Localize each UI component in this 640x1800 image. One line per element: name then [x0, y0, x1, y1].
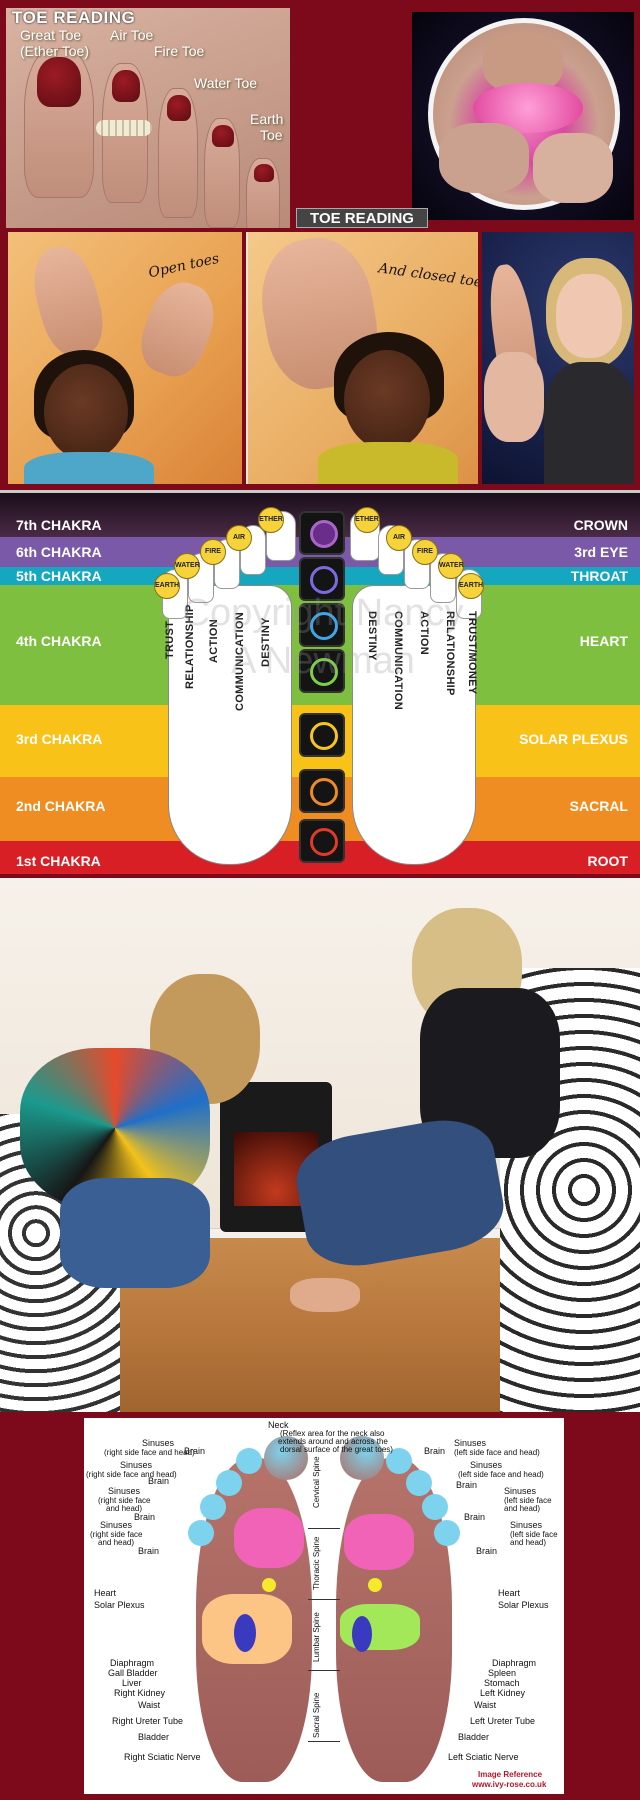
- water-toe: [204, 118, 240, 228]
- solar-plexus-label: SOLAR PLEXUS: [519, 731, 628, 747]
- right-foot-outline: [352, 585, 476, 865]
- kidney-zone-right: [234, 1614, 256, 1652]
- open-toes-caption: Open toes: [147, 250, 221, 282]
- earth-toe: [246, 158, 280, 228]
- throat-label: THROAT: [570, 568, 628, 584]
- chakra-3-label: 3rd CHAKRA: [16, 731, 103, 747]
- water-toe-bubble-right: WATER: [438, 553, 464, 579]
- earth-toe-label-2: Toe: [260, 127, 283, 143]
- fire-toe-bubble-left: FIRE: [200, 539, 226, 565]
- earth-toe-bubble-left: EARTH: [154, 573, 180, 599]
- air-toe-bubble-left: AIR: [226, 525, 252, 551]
- girl-face: [344, 350, 430, 450]
- ether-toe-bubble-right: ETHER: [354, 507, 380, 533]
- toe-reading-banner: TOE READING: [296, 208, 428, 228]
- chakra-2-label: 2nd CHAKRA: [16, 798, 106, 814]
- water-toe-bubble-left: WATER: [174, 553, 200, 579]
- woman-with-foot-photo: [482, 232, 634, 484]
- crown-chakra-icon: [299, 511, 345, 555]
- chakra-6-label: 6th CHAKRA: [16, 544, 102, 560]
- lung-zone-right: [234, 1508, 304, 1568]
- foot-reflexology-chart: Neck (Reflex area for the neck also exte…: [84, 1418, 564, 1794]
- lotus-feet-photo: [412, 12, 634, 220]
- closed-toes-illustration: And closed toes: [246, 232, 478, 484]
- ether-toe-bubble-left: ETHER: [258, 507, 284, 533]
- circle-frame: [428, 18, 620, 210]
- fire-toe: [158, 88, 198, 218]
- air-toe-label: Air Toe: [110, 27, 154, 43]
- sacral-label: SACRAL: [569, 798, 628, 814]
- toe-reading-photo: TOE READING Great Toe (Ether Toe) Air To…: [6, 8, 290, 228]
- toe-ring: [96, 120, 152, 136]
- third-eye-label: 3rd EYE: [574, 544, 628, 560]
- chakra-toe-chart: 7th CHAKRA 6th CHAKRA 5th CHAKRA 4th CHA…: [0, 490, 640, 874]
- fire-toe-label: Fire Toe: [154, 43, 205, 59]
- toe-reading-session-photo: [0, 878, 640, 1412]
- fire-toe-bubble-right: FIRE: [412, 539, 438, 565]
- chakra-4-label: 4th CHAKRA: [16, 633, 102, 649]
- earth-toe-bubble-right: EARTH: [458, 573, 484, 599]
- chakra-7-label: 7th CHAKRA: [16, 517, 102, 533]
- bare-foot: [290, 1278, 360, 1312]
- image-reference-label: Image Reference: [478, 1770, 543, 1779]
- closed-toes-caption: And closed toes: [377, 260, 478, 292]
- girl-face: [44, 364, 128, 460]
- toe-reading-title: TOE READING: [12, 8, 136, 27]
- neck-label: Neck: [268, 1420, 289, 1430]
- heart-zone-left: [368, 1578, 382, 1592]
- air-toe-bubble-right: AIR: [386, 525, 412, 551]
- third-eye-chakra-icon: [299, 557, 345, 601]
- sacral-chakra-icon: [299, 769, 345, 813]
- root-chakra-icon: [299, 819, 345, 863]
- earth-toe-label: Earth: [250, 111, 284, 127]
- copyright-watermark: Copyright Nancy A Newman: [182, 592, 464, 682]
- chakra-1-label: 1st CHAKRA: [16, 853, 101, 869]
- heart-zone-right: [262, 1578, 276, 1592]
- water-toe-label: Water Toe: [194, 75, 258, 91]
- throat-chakra-icon: [299, 603, 345, 647]
- lung-zone-left: [344, 1514, 414, 1570]
- woman-face: [556, 274, 622, 358]
- solar-plexus-chakra-icon: [299, 713, 345, 757]
- great-toe-label: Great Toe: [20, 27, 82, 43]
- heart-chakra-icon: [299, 649, 345, 693]
- kidney-zone-left: [352, 1616, 372, 1652]
- crown-label: CROWN: [573, 517, 628, 533]
- spine-column: [308, 1458, 340, 1782]
- ether-toe-label: (Ether Toe): [20, 43, 89, 59]
- left-foot-outline: [168, 585, 292, 865]
- root-label: ROOT: [587, 853, 628, 869]
- chakra-5-label: 5th CHAKRA: [16, 568, 102, 584]
- open-toes-illustration: Open toes: [8, 232, 242, 484]
- great-toe: [24, 48, 94, 198]
- heart-label: HEART: [579, 633, 628, 649]
- jeans-left: [60, 1178, 210, 1288]
- image-reference-url: www.ivy-rose.co.uk: [472, 1780, 547, 1789]
